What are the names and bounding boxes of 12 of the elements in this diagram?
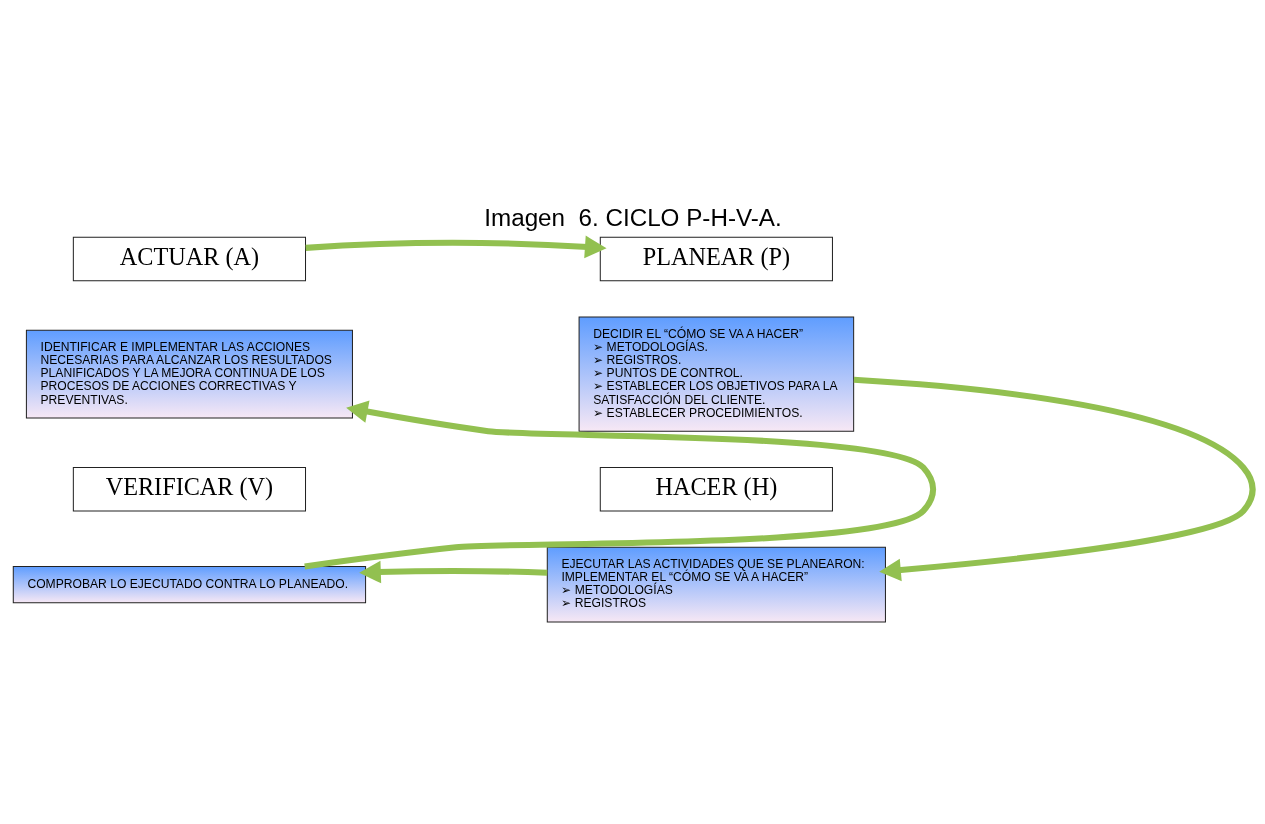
- node-box: PLANEAR (P): [599, 236, 833, 281]
- arrow: [853, 376, 1255, 581]
- diagram-title: Imagen 6. CICLO P-H-V-A.: [483, 203, 782, 231]
- node-box: DECIDIR EL “CÓMO SE VA A HACER” ➢ METODOLOGÍAS. ➢ REGISTROS. ➢ PUNTOS DE CONTROL. ➢ ESTABLECER LOS OBJETIVOS PARA LA SATISFACCIÓN DEL CLIENTE. ➢ ESTABLECER PROCEDIMIENTOS.: [578, 316, 854, 432]
- node-box: EJECUTAR LAS ACTIVIDADES QUE SE PLANEARON: IMPLEMENTAR EL “CÓMO SE VA A HACER” ➢ METODOLOGÍAS ➢ REGISTROS: [546, 546, 886, 622]
- node-box: COMPROBAR LO EJECUTADO CONTRA LO PLANEADO.: [12, 565, 366, 603]
- node-box: HACER (H): [599, 466, 833, 511]
- node-box: IDENTIFICAR E IMPLEMENTAR LAS ACCIONES NECESARIAS PARA ALCANZAR LOS RESULTADOS PLANIFICADOS Y LA MEJORA CONTINUA DE LOS PROCESOS DE ACCIONES CORRECTIVAS Y PREVENTIVAS.: [25, 329, 353, 419]
- arrow: [358, 560, 547, 583]
- node-box: VERIFICAR (V): [72, 466, 306, 511]
- arrow: [305, 235, 607, 258]
- node-box: ACTUAR (A): [72, 236, 306, 281]
